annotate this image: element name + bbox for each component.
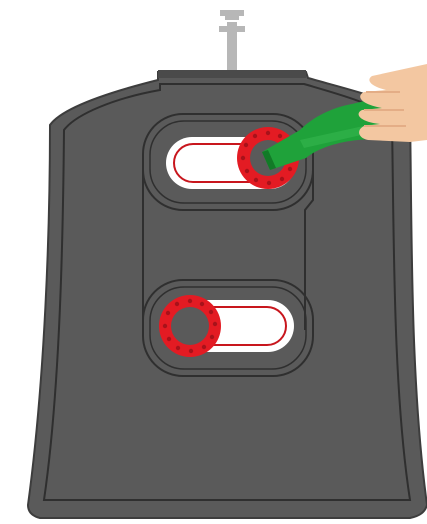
- ring-seal-icon: [159, 295, 221, 357]
- tap-icon: [219, 10, 245, 74]
- container-cap: [158, 70, 306, 78]
- hand-icon: [359, 64, 427, 142]
